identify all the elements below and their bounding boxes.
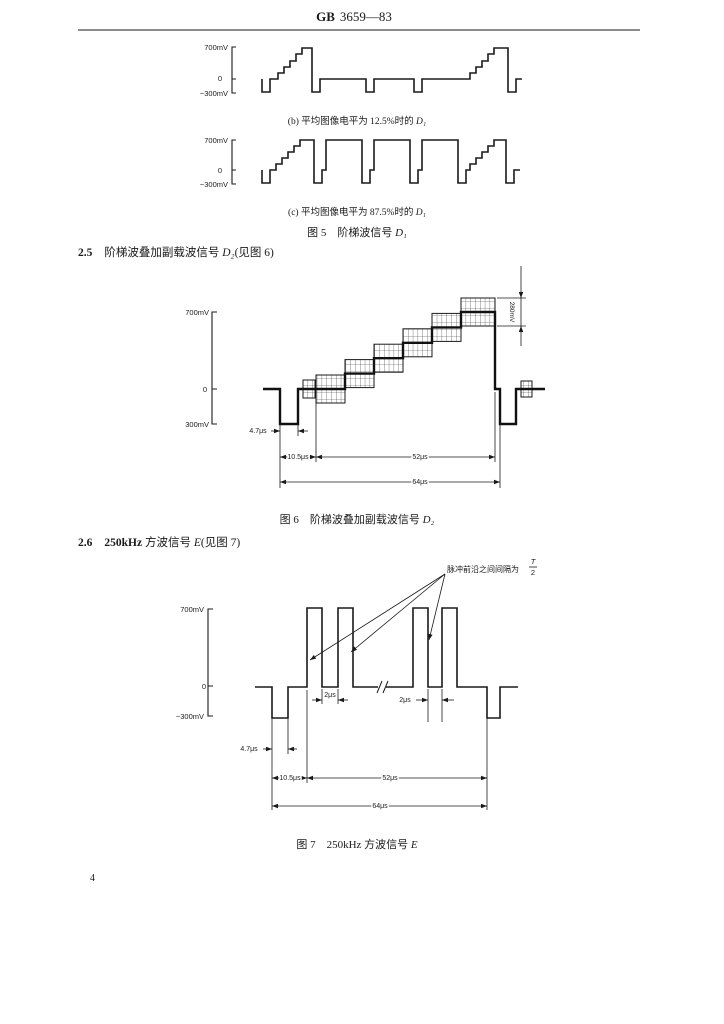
figure-5c-caption: (c) 平均图像电平为 87.5%时的 D₁ [288, 206, 426, 218]
standard-code: GB 3659—83 [316, 9, 392, 24]
figure-5b-caption: (b) 平均图像电平为 12.5%时的 D₁ [288, 115, 426, 127]
figure-6-caption-text: 图 6 阶梯波叠加副载波信号 [280, 512, 423, 526]
level-label-sync: −300mV [200, 89, 228, 98]
figure-5b: 700mV 0 −300mV (b) 平均图像电平为 12.5%时的 D₁ [200, 43, 522, 127]
figure-5c: 700mV 0 −300mV (c) 平均图像电平为 87.5%时的 D₁ [200, 136, 520, 218]
sync-width-label: 4.7μs [249, 428, 267, 435]
figure-7-caption: 图 7 250kHz 方波信号 E [296, 837, 418, 851]
line-period-label: 64μs [372, 803, 388, 810]
active-start-label: 10.5μs [287, 454, 309, 461]
standard-prefix: GB [316, 9, 335, 24]
annotation-arrow-3 [428, 573, 446, 641]
staircase-with-subcarrier-waveform [263, 310, 545, 426]
page-header: GB 3659—83 [78, 9, 640, 31]
figure-6: 700mV 0 300mV 280mV 4.7μs 10.5μs 5 [185, 266, 545, 488]
active-start-label: 10.5μs [279, 775, 301, 782]
line-period-label: 64μs [412, 479, 428, 486]
figure-6-caption: 图 6 阶梯波叠加副载波信号 D₂ [280, 512, 435, 526]
annotation-arrow-1 [309, 573, 446, 661]
page-number: 4 [90, 873, 95, 884]
staircase-waveform-low-apl [261, 47, 522, 93]
level-label-zero: 0 [218, 166, 222, 175]
figure-7-caption-symbol: E [410, 839, 418, 851]
level-label-sync: −300mV [176, 712, 204, 721]
active-duration-label: 52μs [382, 775, 398, 782]
level-scale-bracket [211, 311, 217, 425]
level-label-zero: 0 [203, 385, 207, 394]
leading-edge-interval-note: 脉冲前沿之间间隔为 [447, 564, 519, 574]
level-label-white: 700mV [204, 43, 228, 52]
section-reference: (见图 7) [201, 536, 240, 549]
level-label-zero: 0 [202, 682, 206, 691]
figure-5b-caption-symbol: D₁ [415, 117, 426, 127]
section-title: 方波信号 [142, 535, 194, 549]
sync-width-label: 4.7μs [240, 746, 258, 753]
level-scale-bracket [231, 139, 236, 185]
section-2-5-heading: 2.5 阶梯波叠加副载波信号 D₂(见图 6) [78, 245, 274, 259]
section-2-6-heading: 2.6 250kHz 方波信号 E(见图 7) [78, 535, 240, 549]
section-number: 2.5 [78, 247, 93, 259]
staircase-waveform-high-apl [261, 139, 520, 184]
level-label-zero: 0 [218, 74, 222, 83]
level-label-white: 700mV [185, 308, 209, 317]
figure-5-title-symbol: D₁ [394, 227, 407, 239]
standard-number: 3659—83 [340, 9, 392, 24]
figure-5c-caption-symbol: D₁ [415, 208, 426, 218]
level-label-sync: 300mV [185, 420, 209, 429]
pulse-width-label-1: 2μs [324, 692, 336, 699]
section-frequency: 250kHz [104, 537, 142, 549]
pulse-width-label-2: 2μs [399, 697, 411, 704]
section-title: 阶梯波叠加副载波信号 [104, 245, 222, 259]
section-symbol: E [193, 537, 201, 549]
section-reference: (见图 6) [235, 246, 274, 259]
figure-7: 700mV 0 −300mV 脉冲前沿之间间隔为 T 2 2μs 2μs [176, 557, 537, 812]
section-symbol: D₂ [221, 247, 234, 259]
figure-5c-caption-text: (c) 平均图像电平为 87.5%时的 [288, 206, 416, 218]
level-scale-bracket [231, 46, 236, 94]
section-number: 2.6 [78, 537, 93, 549]
figure-7-caption-text: 图 7 250kHz 方波信号 [296, 837, 411, 851]
square-wave-start [255, 607, 378, 719]
fraction-denominator: 2 [531, 568, 535, 577]
figure-6-caption-symbol: D₂ [422, 514, 435, 526]
figure-5-title: 图 5 阶梯波信号 D₁ [307, 225, 407, 239]
square-wave-end [386, 607, 518, 719]
level-label-sync: −300mV [200, 180, 228, 189]
subcarrier-amplitude-label: 280mV [508, 302, 515, 323]
time-break-symbol [376, 680, 389, 694]
annotation-arrow-2 [350, 573, 446, 653]
level-label-white: 700mV [204, 136, 228, 145]
figure-5b-caption-text: (b) 平均图像电平为 12.5%时的 [288, 115, 416, 127]
level-label-white: 700mV [180, 605, 204, 614]
fraction-numerator: T [531, 557, 537, 566]
level-scale-bracket [207, 608, 213, 717]
figure-5-title-text: 图 5 阶梯波信号 [307, 225, 395, 239]
active-duration-label: 52μs [412, 454, 428, 461]
